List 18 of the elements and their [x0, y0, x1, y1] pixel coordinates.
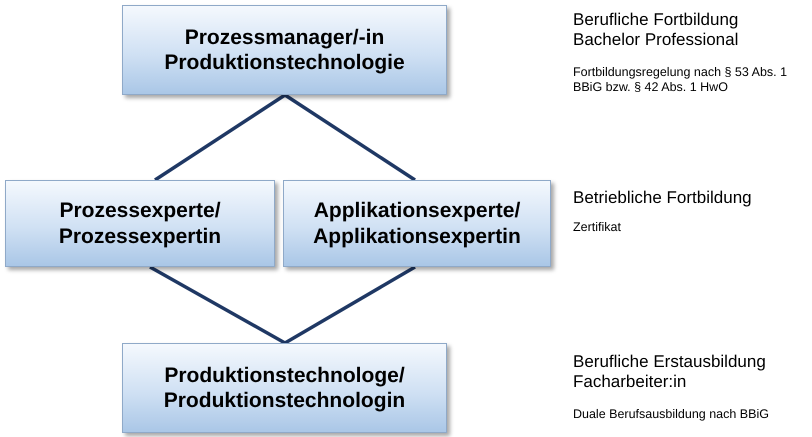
role-box: [122, 343, 447, 433]
level-note: Zertifikat: [573, 220, 622, 235]
level-note: Duale Berufsausbildung nach BBiG: [573, 407, 770, 422]
role-box: [122, 5, 447, 95]
role-box: [283, 180, 551, 267]
level-heading: Betriebliche Fortbildung: [573, 188, 753, 208]
level-note: Fortbildungsregelung nach § 53 Abs. 1 BBiG bzw. § 42 Abs. 1 HwO: [573, 65, 788, 95]
role-title: Prozessmanager/-in Produktionstechnologie: [163, 24, 406, 76]
connector-line: [284, 94, 416, 182]
connector-line: [149, 265, 286, 345]
connector-line: [154, 94, 286, 182]
role-title: Applikationsexperte/ Applikationsexpertin: [312, 198, 522, 249]
role-title: Produktionstechnologe/ Produktionstechnologin: [162, 362, 406, 414]
role-box: [5, 180, 275, 267]
role-title: Prozessexperte/ Prozessexpertin: [58, 198, 222, 249]
connector-line: [284, 265, 416, 345]
level-heading: Berufliche Erstausbildung Facharbeiter:in: [573, 352, 767, 393]
level-heading: Berufliche Fortbildung Bachelor Professional: [573, 10, 740, 51]
